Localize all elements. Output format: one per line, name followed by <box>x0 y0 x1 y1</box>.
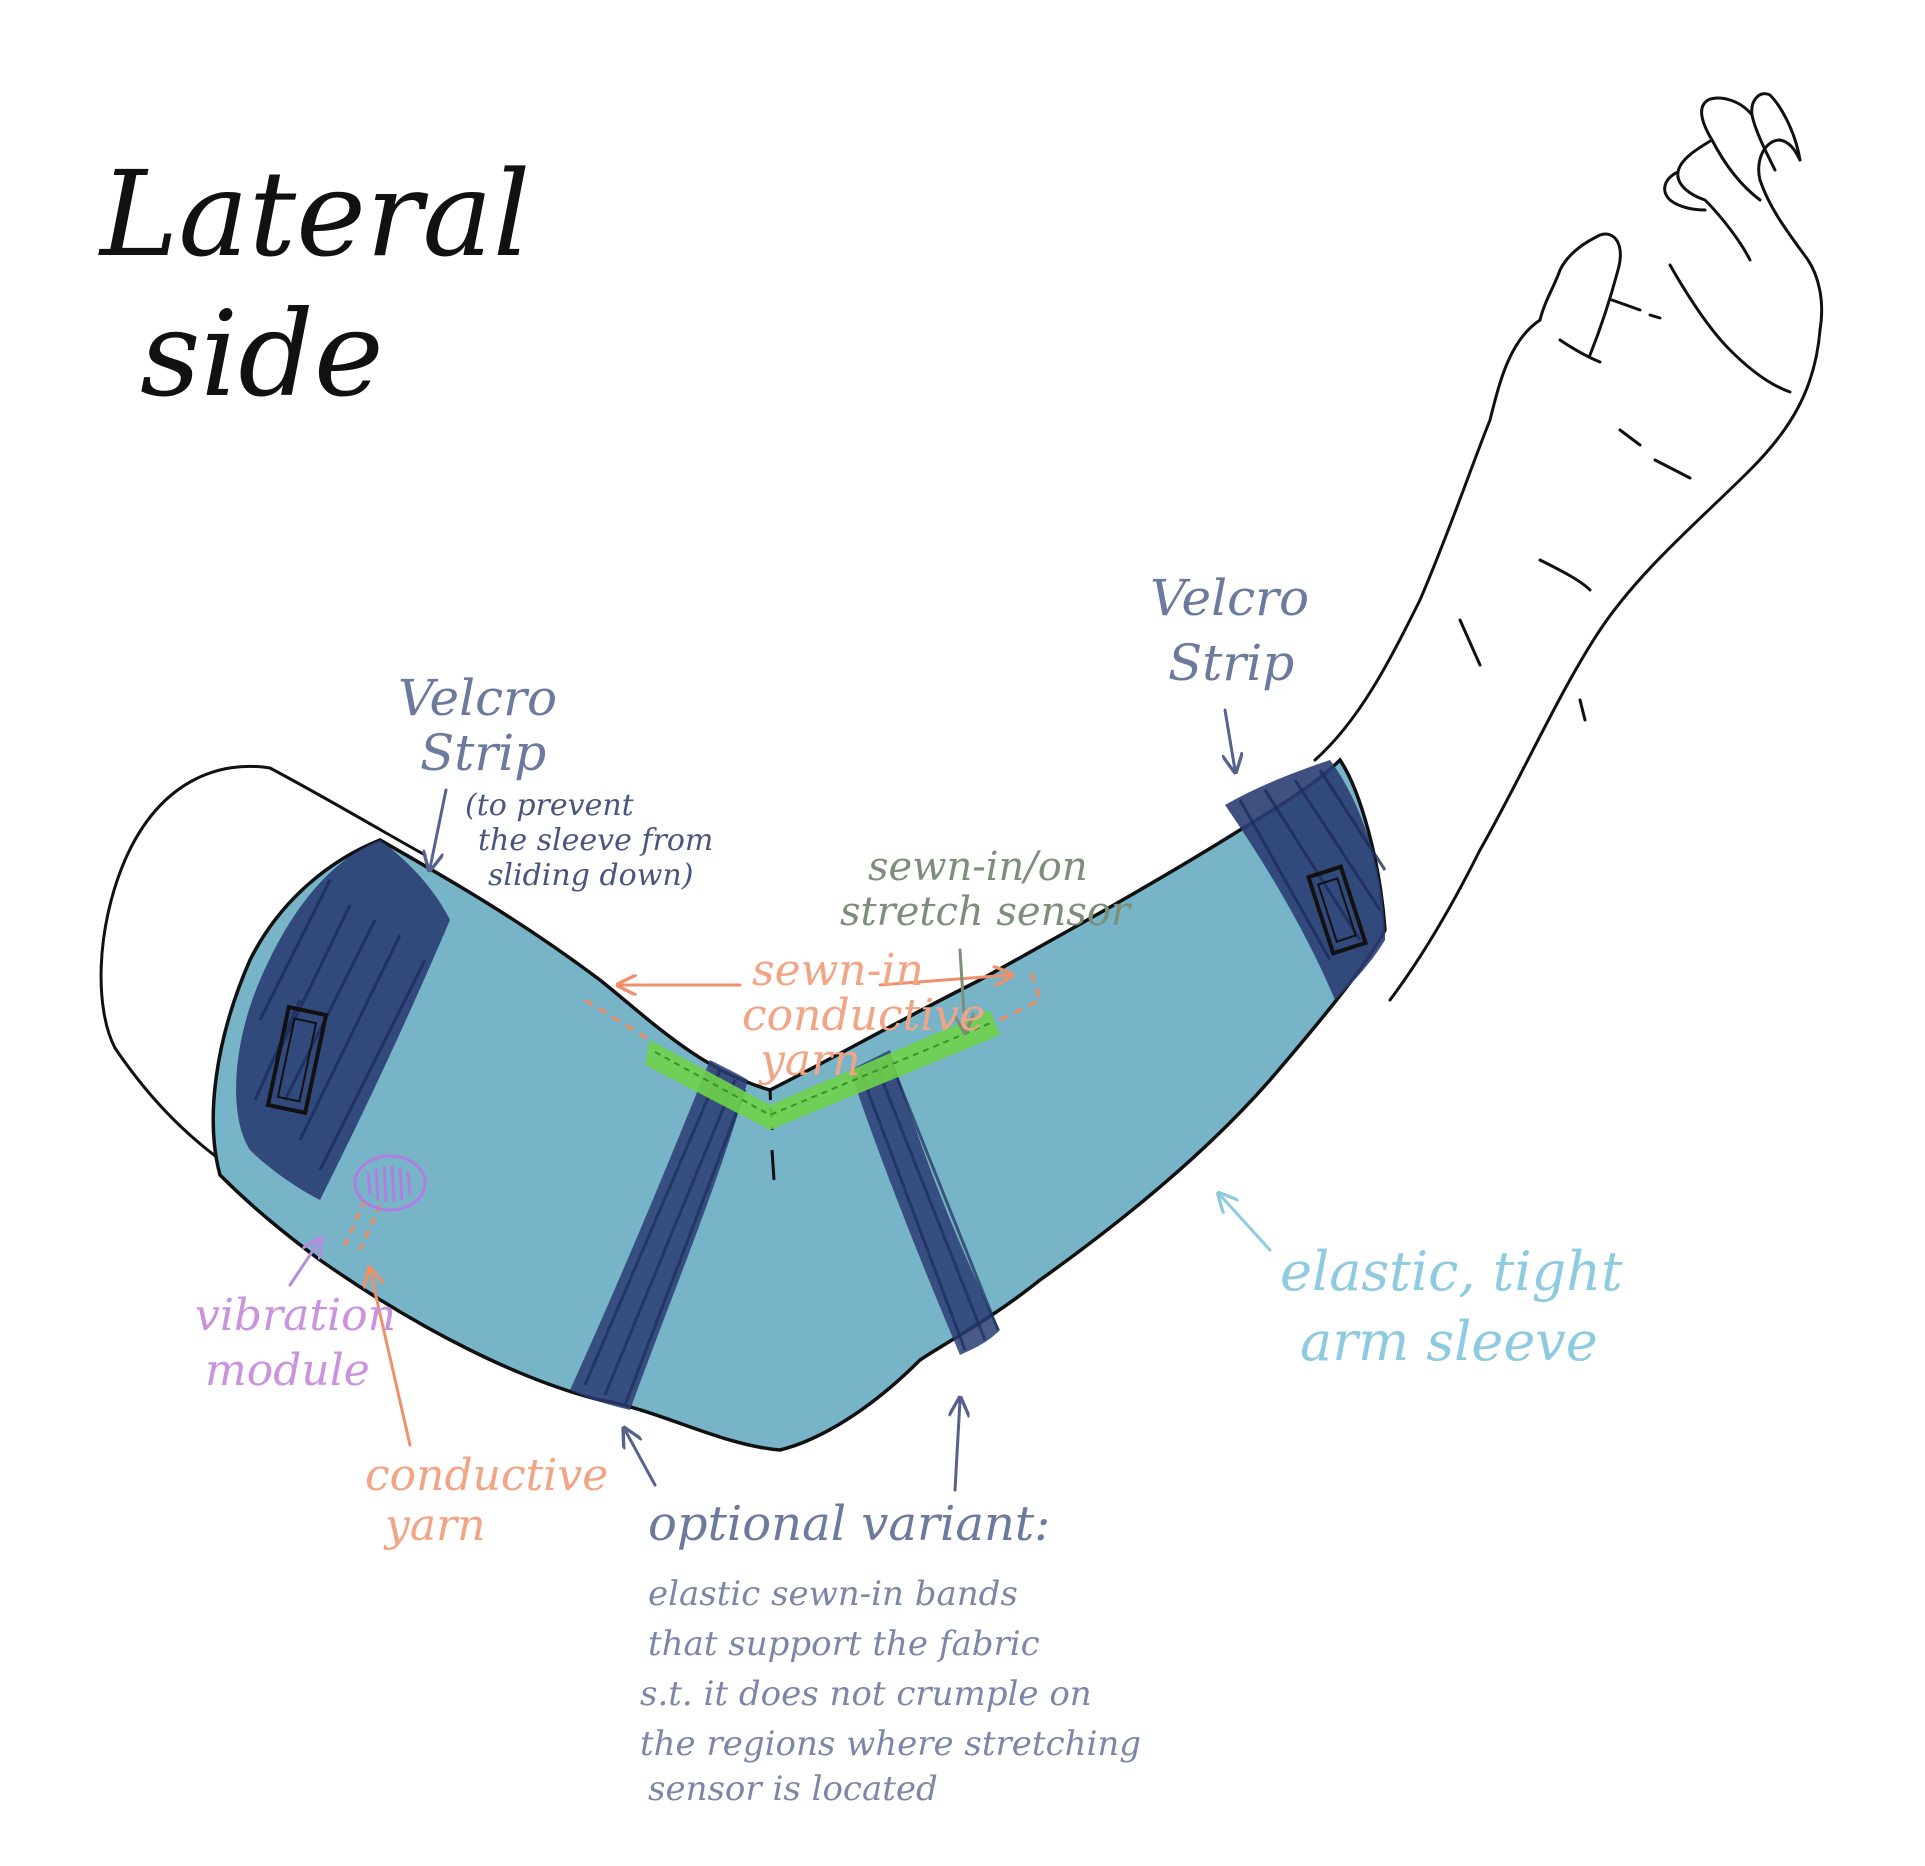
stretch-sensor-line-1: sewn-in/on <box>868 844 1088 890</box>
palm-crease-2 <box>1620 430 1690 478</box>
finger-outline-1 <box>1759 140 1822 330</box>
elastic-sleeve-line-1: elastic, tight <box>1280 1240 1623 1303</box>
velcro-right-line-2: Strip <box>1168 634 1294 692</box>
finger-outline-4 <box>1678 140 1750 260</box>
vibration-module-line-1: vibration <box>195 1290 396 1341</box>
forearm-bottom-outline <box>1390 330 1820 1000</box>
optional-variant-line-4: the regions where stretching <box>640 1724 1141 1764</box>
arrow-elastic-sleeve <box>1220 1195 1270 1250</box>
finger-outline-5 <box>1665 172 1705 210</box>
optional-variant-line-3: s.t. it does not crumple on <box>640 1674 1092 1714</box>
sewn-yarn-line-2: conductive <box>742 990 985 1041</box>
sewn-yarn-line-1: sewn-in <box>752 945 924 996</box>
title-line-1: Lateral <box>98 145 530 283</box>
elbow-crease-tick <box>772 1150 774 1180</box>
palm-crease-1 <box>1612 300 1660 318</box>
finger-outline-3 <box>1702 98 1760 200</box>
thumb-outline <box>1540 234 1620 355</box>
velcro-left-note-line-1: (to prevent <box>465 788 635 823</box>
conductive-yarn-line-2: yarn <box>383 1500 485 1551</box>
forearm-top-outline <box>1315 320 1540 760</box>
velcro-left-note-line-2: the sleeve from <box>478 823 713 858</box>
upper-arm-top-outline <box>270 768 425 855</box>
optional-variant-line-1: elastic sewn-in bands <box>648 1574 1018 1614</box>
title-line-2: side <box>140 285 384 423</box>
optional-variant-heading: optional variant: <box>648 1496 1050 1552</box>
wrist-line <box>1460 620 1480 665</box>
arrow-velcro-right <box>1225 710 1235 770</box>
arrow-velcro-left <box>430 790 446 868</box>
wrist-crease <box>1540 560 1590 590</box>
optional-variant-line-5: sensor is located <box>648 1769 938 1809</box>
palm-outline <box>1670 265 1790 392</box>
stretch-sensor-line-2: stretch sensor <box>840 889 1133 935</box>
sewn-yarn-line-3: yarn <box>758 1035 860 1086</box>
velcro-left-line-2: Strip <box>420 724 546 782</box>
velcro-left-note-line-3: sliding down) <box>488 858 693 893</box>
velcro-left-line-1: Velcro <box>398 669 557 727</box>
vibration-module-line-2: module <box>205 1345 370 1396</box>
forearm-tick <box>1580 700 1585 720</box>
arrow-optional-variant-right <box>955 1400 960 1490</box>
arrow-optional-variant-left <box>625 1430 655 1485</box>
conductive-yarn-line-1: conductive <box>365 1450 608 1501</box>
elastic-sleeve-line-2: arm sleeve <box>1300 1310 1598 1373</box>
velcro-right-line-1: Velcro <box>1150 569 1309 627</box>
title: Lateral side <box>98 145 530 423</box>
optional-variant-line-2: that support the fabric <box>648 1624 1040 1664</box>
